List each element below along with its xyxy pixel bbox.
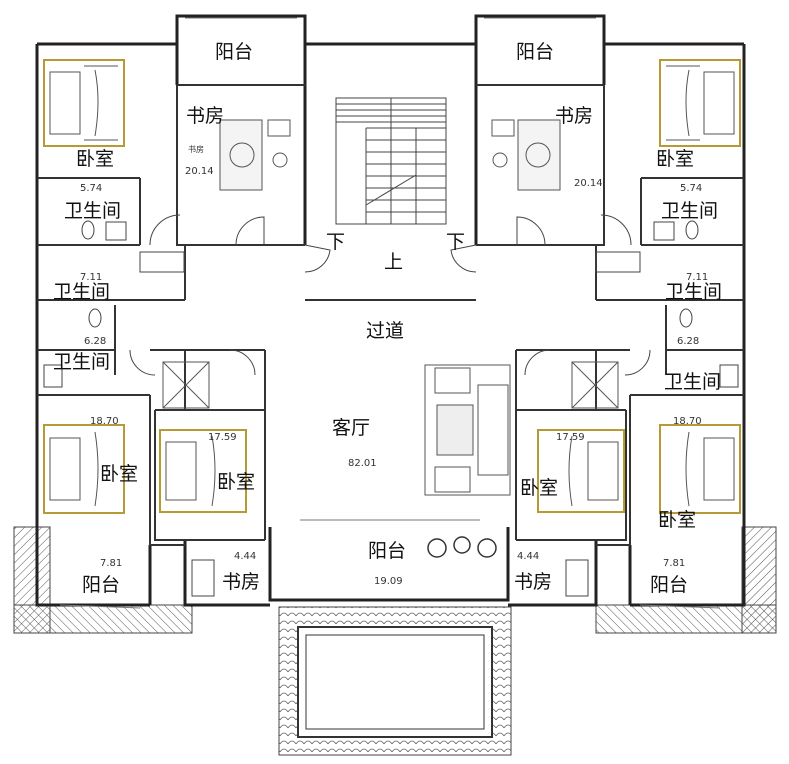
bedroom-inner-right-area: 17.59 — [556, 432, 585, 443]
living-room-area: 82.01 — [348, 458, 377, 469]
front-balcony-label: 阳台 — [368, 540, 406, 562]
bath1-right-area: 5.74 — [680, 183, 702, 194]
study-top-left-area: 20.14 — [185, 166, 214, 177]
corridor-label: 过道 — [366, 320, 404, 342]
stair-down-left: 下 — [326, 231, 345, 253]
living-room-label: 客厅 — [332, 417, 370, 439]
bath1-left-area: 5.74 — [80, 183, 102, 194]
stair-up: 上 — [384, 251, 403, 273]
front-balcony-area: 19.09 — [374, 576, 403, 587]
walls — [35, 14, 746, 607]
bath1-left-label: 卫生间 — [64, 200, 121, 222]
bed-right-top — [659, 59, 741, 147]
staircase — [335, 97, 447, 225]
bath2-left-area: 7.11 — [80, 272, 102, 283]
bedroom-inner-right-label: 卧室 — [520, 477, 558, 499]
bedroom-outer-left-area: 18.70 — [90, 416, 119, 427]
study-top-right-label: 书房 — [555, 105, 593, 127]
bedroom-top-right-label: 卧室 — [656, 148, 694, 170]
bedroom-inner-left-label: 卧室 — [217, 471, 255, 493]
study-bottom-right-label: 书房 — [514, 571, 552, 593]
stair-down-right: 下 — [446, 231, 465, 253]
top-balcony-right-label: 阳台 — [516, 41, 554, 63]
study-bottom-right-area: 4.44 — [517, 551, 539, 562]
bottom-balcony-right-area: 7.81 — [663, 558, 685, 569]
bedroom-outer-left-label: 卧室 — [100, 463, 138, 485]
study-desk-right — [491, 119, 561, 191]
windows — [59, 17, 721, 609]
bed-left-outer — [43, 424, 125, 514]
study-top-left-label: 书房 — [186, 105, 224, 127]
bath3-right-area: 6.28 — [677, 336, 699, 347]
left-terrace — [13, 526, 193, 634]
bath1-right-label: 卫生间 — [661, 200, 718, 222]
bottom-balcony-left-label: 阳台 — [82, 574, 120, 596]
bed-right-outer — [659, 424, 741, 514]
study-bottom-left-area: 4.44 — [234, 551, 256, 562]
bed-right-inner — [537, 429, 625, 513]
bath2-right-area: 7.11 — [686, 272, 708, 283]
bath-fixtures — [43, 220, 739, 597]
sofa-set — [424, 364, 511, 496]
bath3-left-label: 卫生间 — [53, 351, 110, 373]
doors — [129, 214, 651, 376]
bath3-right-label: 卫生间 — [664, 371, 721, 393]
study-top-left-desk-note: 书房 — [188, 144, 204, 154]
bedroom-outer-right-area: 18.70 — [673, 416, 702, 427]
balcony-chairs — [427, 536, 497, 558]
bedroom-inner-left-area: 17.59 — [208, 432, 237, 443]
bath2-left-label: 卫生间 — [53, 281, 110, 303]
interior-walls — [37, 84, 744, 546]
study-top-right-area: 20.14 — [574, 178, 603, 189]
bath2-right-label: 卫生间 — [665, 281, 722, 303]
right-terrace — [595, 526, 777, 634]
bedroom-outer-right-label: 卧室 — [658, 509, 696, 531]
bedroom-top-left-label: 卧室 — [76, 148, 114, 170]
study-desk-left — [219, 119, 291, 191]
top-balcony-left-label: 阳台 — [215, 41, 253, 63]
pool-terrace — [278, 606, 512, 756]
bed-left-inner — [159, 429, 247, 513]
study-bottom-left-label: 书房 — [222, 571, 260, 593]
bottom-balcony-right-label: 阳台 — [650, 574, 688, 596]
bath3-left-area: 6.28 — [84, 336, 106, 347]
bed-left-top — [43, 59, 125, 147]
bottom-balcony-left-area: 7.81 — [100, 558, 122, 569]
wardrobes — [162, 361, 619, 409]
